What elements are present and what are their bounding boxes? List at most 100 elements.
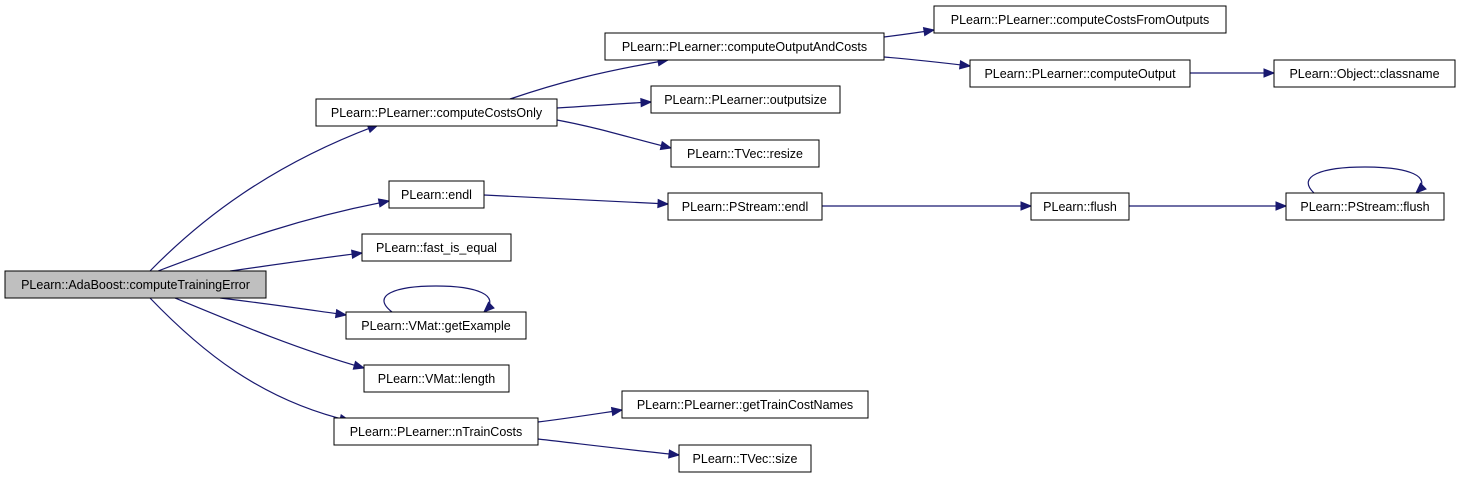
- node-outputsize-box: [650, 85, 841, 114]
- node-endl-label: PLearn::endl: [401, 188, 472, 202]
- arrowhead-icon: [1415, 182, 1427, 194]
- node-fast-is-equal-label: PLearn::fast_is_equal: [376, 241, 497, 255]
- node-tvec-resize-box: [670, 139, 820, 168]
- node-tvec-size-label: PLearn::TVec::size: [693, 452, 798, 466]
- arrowhead-icon: [959, 60, 972, 70]
- edge-pstreamFlush-to-pstreamFlush: [1307, 166, 1427, 194]
- node-compute-output-label: PLearn::PLearner::computeOutput: [984, 67, 1176, 81]
- node-endl-box: [388, 180, 485, 209]
- edge-line: [537, 438, 680, 456]
- edge-line: [556, 101, 652, 109]
- edge-computeCostsOnly-to-computeOutputAndCosts: [509, 57, 670, 100]
- edge-computeCostsOnly-to-outputsize: [556, 97, 653, 109]
- node-get-example-box: [345, 311, 527, 340]
- edge-line: [537, 409, 623, 423]
- node-get-train-cost-names[interactable]: PLearn::PLearner::getTrainCostNames: [621, 390, 869, 419]
- node-compute-costs-from-outputs-box: [933, 5, 1227, 34]
- node-n-train-costs[interactable]: PLearn::PLearner::nTrainCosts: [333, 417, 539, 446]
- node-fast-is-equal[interactable]: PLearn::fast_is_equal: [361, 233, 512, 262]
- node-flush[interactable]: PLearn::flush: [1030, 192, 1130, 221]
- arrowhead-icon: [1020, 201, 1033, 211]
- edge-root-to-length: [174, 297, 366, 370]
- edge-line: [229, 252, 363, 272]
- node-flush-label: PLearn::flush: [1043, 200, 1117, 214]
- node-pstream-endl[interactable]: PLearn::PStream::endl: [667, 192, 823, 221]
- edge-computeOutput-to-classname: [1190, 68, 1276, 78]
- node-pstream-endl-label: PLearn::PStream::endl: [682, 200, 808, 214]
- node-classname[interactable]: PLearn::Object::classname: [1273, 59, 1456, 88]
- arrowhead-icon: [334, 308, 348, 319]
- node-outputsize-label: PLearn::PLearner::outputsize: [664, 93, 827, 107]
- edge-root-to-computeCostsOnly: [149, 124, 380, 272]
- node-length[interactable]: PLearn::VMat::length: [363, 364, 510, 393]
- edge-line: [509, 59, 669, 100]
- edge-pstreamEndl-to-flush: [822, 201, 1033, 211]
- node-compute-costs-only[interactable]: PLearn::PLearner::computeCostsOnly: [315, 98, 558, 127]
- node-classname-label: PLearn::Object::classname: [1289, 67, 1439, 81]
- arrowhead-icon: [483, 301, 495, 313]
- arrowhead-icon: [659, 140, 673, 151]
- edge-root-to-getExample: [219, 297, 348, 319]
- edge-nTrainCosts-to-tvecSize: [537, 438, 681, 459]
- node-root-label: PLearn::AdaBoost::computeTrainingError: [21, 278, 250, 292]
- node-n-train-costs-box: [333, 417, 539, 446]
- edge-root-to-fastIsEqual: [229, 249, 364, 272]
- edge-line: [883, 56, 971, 67]
- arrowhead-icon: [351, 249, 364, 259]
- node-root[interactable]: PLearn::AdaBoost::computeTrainingError: [4, 270, 267, 299]
- arrowhead-icon: [1263, 68, 1276, 78]
- node-compute-output[interactable]: PLearn::PLearner::computeOutput: [969, 59, 1191, 88]
- node-compute-costs-only-box: [315, 98, 558, 127]
- node-compute-output-and-costs-label: PLearn::PLearner::computeOutputAndCosts: [622, 40, 867, 54]
- node-get-train-cost-names-label: PLearn::PLearner::getTrainCostNames: [637, 398, 853, 412]
- node-pstream-flush[interactable]: PLearn::PStream::flush: [1285, 192, 1445, 221]
- node-pstream-flush-label: PLearn::PStream::flush: [1300, 200, 1429, 214]
- node-fast-is-equal-box: [361, 233, 512, 262]
- edge-line: [174, 297, 365, 369]
- arrowhead-icon: [352, 360, 366, 370]
- edge-line: [219, 297, 347, 316]
- node-classname-box: [1273, 59, 1456, 88]
- node-tvec-resize-label: PLearn::TVec::resize: [687, 147, 803, 161]
- edge-nTrainCosts-to-getTrainCostNames: [537, 406, 624, 423]
- node-get-train-cost-names-box: [621, 390, 869, 419]
- node-tvec-size-box: [678, 444, 812, 473]
- node-outputsize[interactable]: PLearn::PLearner::outputsize: [650, 85, 841, 114]
- edge-root-to-nTrainCosts: [149, 297, 352, 424]
- edge-line: [149, 297, 351, 422]
- edge-line: [556, 119, 672, 149]
- node-get-example[interactable]: PLearn::VMat::getExample: [345, 311, 527, 340]
- arrowhead-icon: [640, 97, 653, 108]
- node-compute-output-box: [969, 59, 1191, 88]
- edge-line: [383, 285, 491, 313]
- edge-line: [483, 194, 669, 205]
- edge-endl-to-pstreamEndl: [483, 194, 670, 209]
- node-compute-costs-only-label: PLearn::PLearner::computeCostsOnly: [331, 106, 543, 120]
- edge-computeOutputAndCosts-to-computeCostsFromOutputs: [883, 26, 936, 38]
- node-n-train-costs-label: PLearn::PLearner::nTrainCosts: [350, 425, 523, 439]
- edge-root-to-endl: [157, 198, 391, 272]
- node-get-example-label: PLearn::VMat::getExample: [361, 319, 510, 333]
- node-pstream-flush-box: [1285, 192, 1445, 221]
- node-tvec-size[interactable]: PLearn::TVec::size: [678, 444, 812, 473]
- edge-line: [157, 200, 390, 272]
- edge-flush-to-pstreamFlush: [1129, 201, 1288, 211]
- arrowhead-icon: [377, 198, 391, 208]
- edge-computeOutputAndCosts-to-computeOutput: [883, 56, 972, 70]
- node-root-box: [4, 270, 267, 299]
- edge-line: [149, 124, 379, 272]
- node-compute-output-and-costs[interactable]: PLearn::PLearner::computeOutputAndCosts: [604, 32, 885, 61]
- node-flush-box: [1030, 192, 1130, 221]
- node-compute-output-and-costs-box: [604, 32, 885, 61]
- node-length-label: PLearn::VMat::length: [378, 372, 495, 386]
- arrowhead-icon: [922, 26, 936, 37]
- arrowhead-icon: [668, 449, 681, 459]
- arrowhead-icon: [657, 198, 670, 209]
- node-tvec-resize[interactable]: PLearn::TVec::resize: [670, 139, 820, 168]
- node-endl[interactable]: PLearn::endl: [388, 180, 485, 209]
- node-compute-costs-from-outputs[interactable]: PLearn::PLearner::computeCostsFromOutput…: [933, 5, 1227, 34]
- edge-getExample-to-getExample: [383, 285, 495, 313]
- edge-computeCostsOnly-to-tvecResize: [556, 119, 673, 151]
- node-pstream-endl-box: [667, 192, 823, 221]
